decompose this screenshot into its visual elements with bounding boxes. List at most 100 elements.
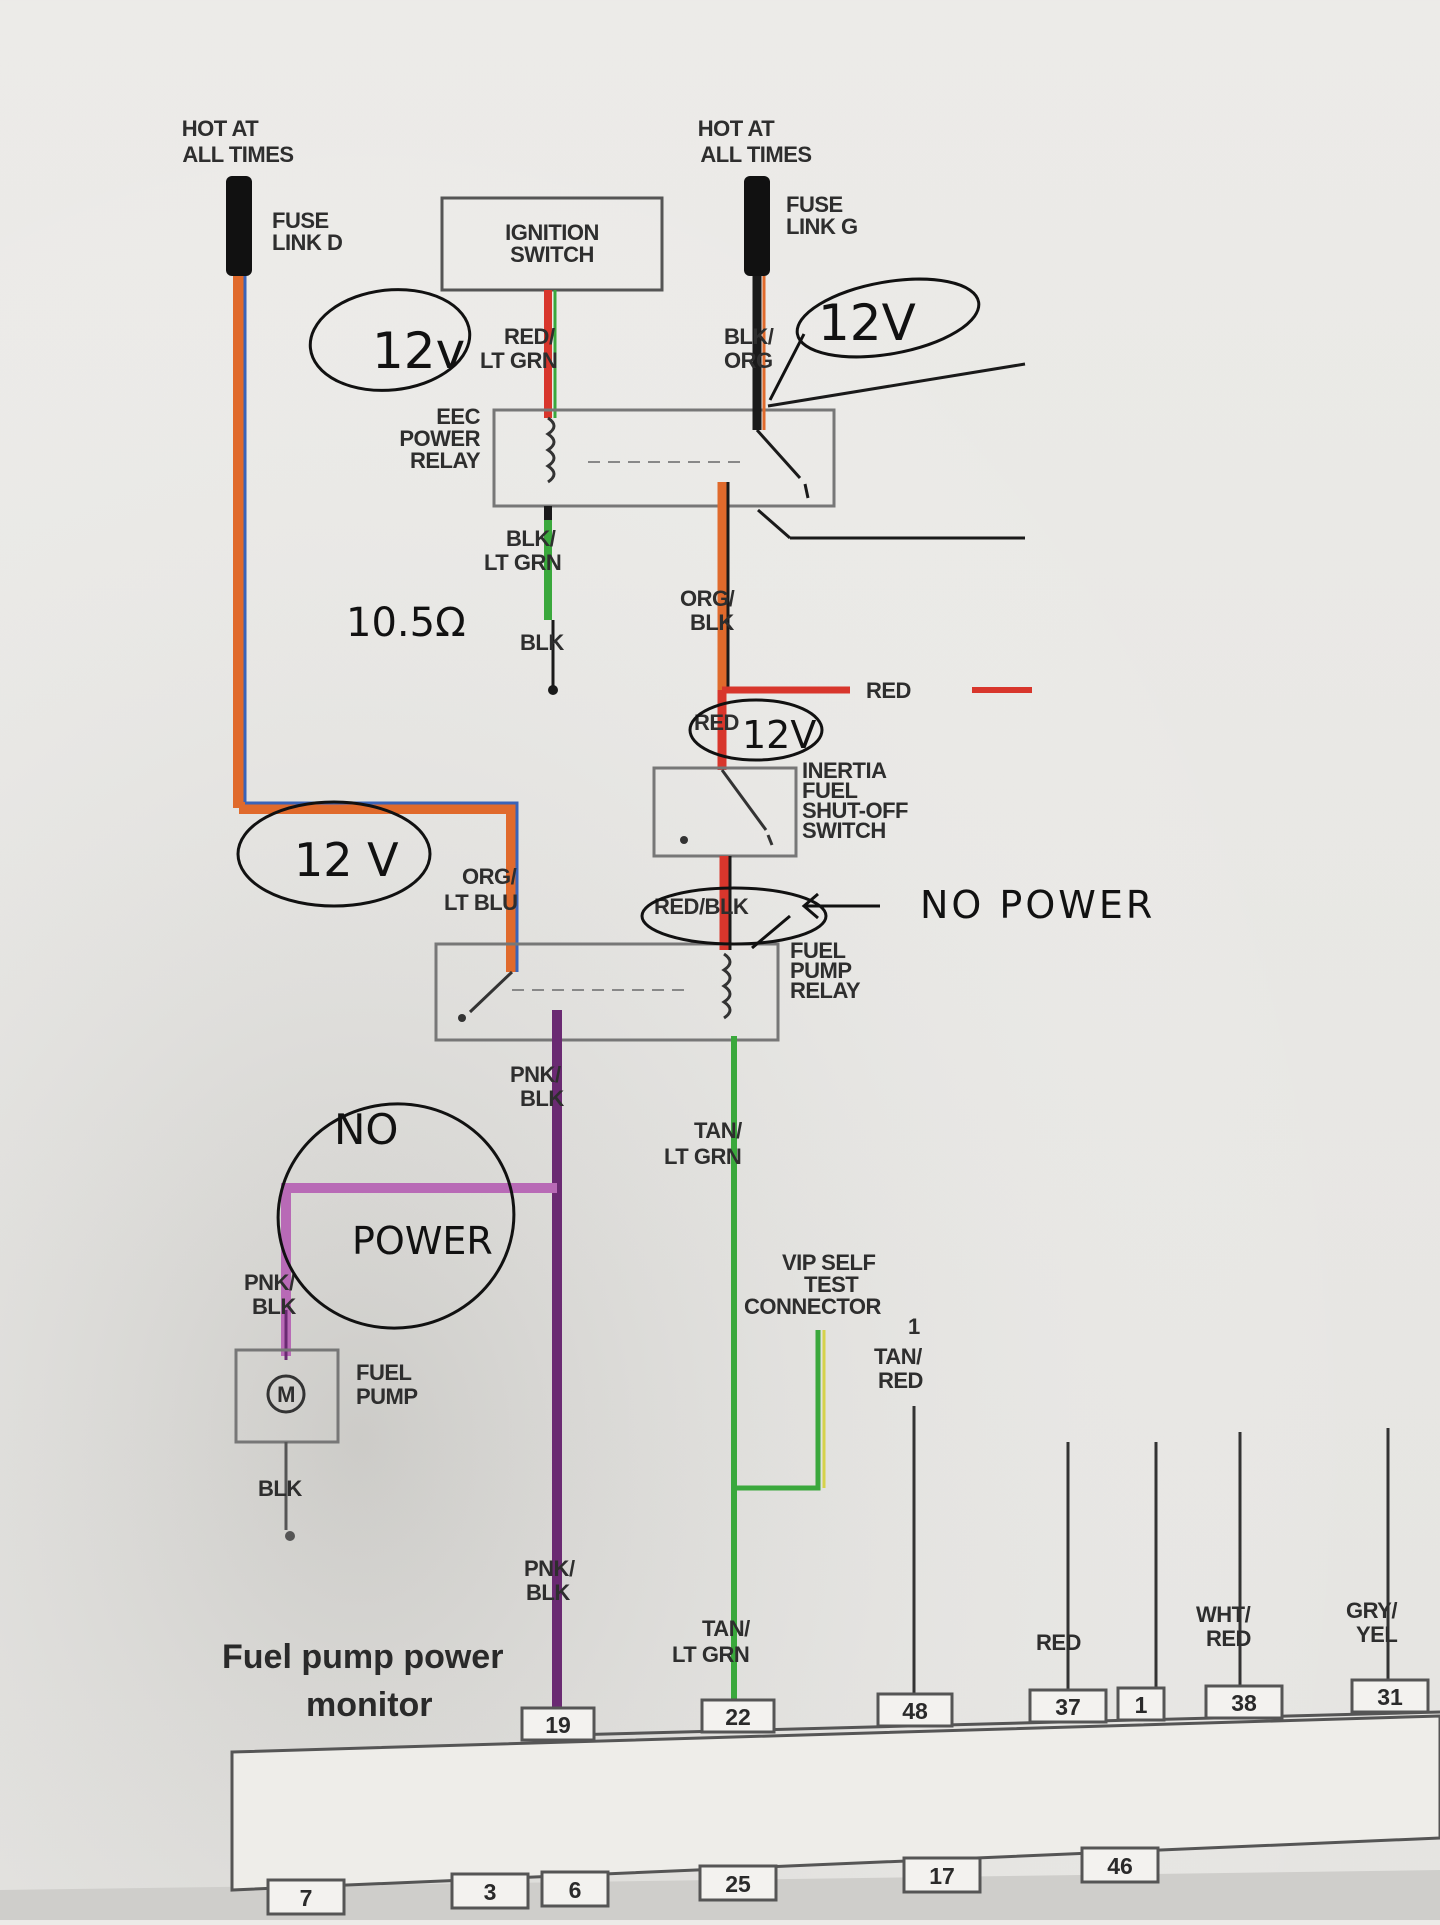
circle-12v-fuse-d xyxy=(236,800,432,908)
circle-12v-red xyxy=(688,698,824,762)
pnk-blk-label-c: PNK/ xyxy=(524,1556,575,1581)
pin-37-label: 37 xyxy=(1055,1694,1081,1720)
ignition-switch-label: IGNITION xyxy=(505,220,599,245)
fuse-link-d-label-2: LINK D xyxy=(272,230,342,255)
pin-6-label: 6 xyxy=(569,1877,582,1903)
vip-connector-label-2: TEST xyxy=(804,1272,859,1297)
pin-46-label: 46 xyxy=(1107,1853,1133,1879)
pin-1 xyxy=(1116,1686,1166,1722)
red-pin-label: RED xyxy=(1036,1630,1081,1655)
fuel-pump-motor xyxy=(266,1374,306,1414)
pin-31 xyxy=(1350,1678,1430,1714)
fuse-link-d xyxy=(226,176,519,972)
blk-org-label-2: ORG xyxy=(724,348,773,373)
org-lt-blu-label: ORG/ xyxy=(462,864,517,889)
hand-no-power-relay: NO POWER xyxy=(920,883,1155,927)
pin-46 xyxy=(1080,1846,1160,1884)
fuel-pump-relay-box xyxy=(434,942,780,1042)
pin-7 xyxy=(266,1878,346,1916)
pnk-blk-label-a-2: BLK xyxy=(520,1086,564,1111)
blk-lt-grn-label-2: LT GRN xyxy=(484,550,561,575)
pin-19-label: 19 xyxy=(545,1712,571,1738)
fuel-pump-label: FUEL xyxy=(356,1360,412,1385)
inertia-label-4: SWITCH xyxy=(802,818,886,843)
tan-lt-grn-label-b-2: LT GRN xyxy=(672,1642,749,1667)
printed-labels: HOT AT ALL TIMES HOT AT ALL TIMES FUSE L… xyxy=(182,116,1398,1724)
pin-22-label: 22 xyxy=(725,1704,751,1730)
circle-red-blk xyxy=(640,886,828,946)
fuel-pump-relay-label: FUEL xyxy=(790,938,846,963)
gry-yel-label: GRY/ xyxy=(1346,1598,1397,1623)
hot-at-all-times-right-2: ALL TIMES xyxy=(700,142,811,167)
hand-power: POWER xyxy=(352,1219,493,1263)
red-lt-grn-label: RED/ xyxy=(504,324,555,349)
fuel-pump-relay-coil xyxy=(721,952,732,1020)
fuel-pump-label-2: PUMP xyxy=(356,1384,418,1409)
circle-12v-fuse-g xyxy=(795,277,981,359)
pin-6 xyxy=(540,1870,610,1908)
pin-17-label: 17 xyxy=(929,1863,955,1889)
pin-38 xyxy=(1204,1684,1284,1720)
fuel-pump-power-monitor-label: Fuel pump power xyxy=(222,1638,503,1676)
pin-48 xyxy=(876,1692,954,1728)
org-blk-label: ORG/ xyxy=(680,586,735,611)
eec-relay-label: EEC xyxy=(436,404,480,429)
fuel-pump-relay-label-2: PUMP xyxy=(790,958,852,983)
vip-connector-label-4: 1 xyxy=(908,1314,920,1339)
red-blk-wire xyxy=(719,856,732,950)
pin-25 xyxy=(698,1864,778,1902)
hot-at-all-times-left-2: ALL TIMES xyxy=(182,142,293,167)
org-lt-blu-label-2: LT BLU xyxy=(444,890,518,915)
fuse-link-g xyxy=(744,176,1026,540)
tan-lt-grn-label-b: TAN/ xyxy=(702,1616,750,1641)
fuel-pump-relay-contact xyxy=(468,970,514,1014)
hand-no: NO xyxy=(334,1105,398,1154)
blk-pump-label: BLK xyxy=(258,1476,302,1501)
motor-symbol: M xyxy=(277,1382,295,1407)
org-blk-label-2: BLK xyxy=(690,610,734,635)
hand-resistance: 10.5Ω xyxy=(346,600,466,646)
pin-37 xyxy=(1028,1688,1108,1724)
ecu-pins-top: 19 22 48 37 1 38 31 xyxy=(520,1678,1430,1742)
blk-lt-grn-wire xyxy=(544,506,558,695)
fuel-pump-relay-label-3: RELAY xyxy=(790,978,861,1003)
pnk-blk-label-c-2: BLK xyxy=(526,1580,570,1605)
hot-at-all-times-right: HOT AT xyxy=(698,116,775,141)
fuel-pump-power-monitor-label-2: monitor xyxy=(306,1686,433,1724)
pnk-blk-pump-wire xyxy=(281,1183,557,1356)
pin-22 xyxy=(700,1698,776,1734)
red-branch-label: RED xyxy=(866,678,911,703)
tan-red-label: TAN/ xyxy=(874,1344,922,1369)
pin-1-label: 1 xyxy=(1135,1692,1148,1718)
wht-red-label: WHT/ xyxy=(1196,1602,1251,1627)
red-lt-grn-wire xyxy=(544,290,557,418)
tan-lt-grn-label-a: TAN/ xyxy=(694,1118,742,1143)
hand-12v-ignition: 12v xyxy=(372,322,465,380)
inertia-switch-contact xyxy=(720,769,768,831)
inertia-label: INERTIA xyxy=(802,758,887,783)
vip-connector-wire xyxy=(734,1330,821,1491)
fuse-link-d-label: FUSE xyxy=(272,208,329,233)
pin-3 xyxy=(450,1872,530,1910)
pin-3-label: 3 xyxy=(484,1879,497,1905)
hand-12v-fuse-d: 12 V xyxy=(294,833,399,887)
vip-connector-label: VIP SELF xyxy=(782,1250,875,1275)
pnk-blk-label-b-2: BLK xyxy=(252,1294,296,1319)
hand-12v-fuse-g: 12V xyxy=(818,294,916,352)
pnk-blk-label-a: PNK/ xyxy=(510,1062,561,1087)
fuse-link-g-label-2: LINK G xyxy=(786,214,858,239)
handwritten-annotations: 12v 12V 10.5Ω 12V 12 V NO POWER NO POWER xyxy=(236,277,1155,1330)
pin-19 xyxy=(520,1706,596,1742)
hand-12v-red: 12V xyxy=(742,713,816,757)
circle-no-power-pump xyxy=(276,1102,516,1330)
red-blk-label: RED/BLK xyxy=(654,894,749,919)
pin-7-label: 7 xyxy=(300,1885,313,1911)
blk-lt-grn-label: BLK/ xyxy=(506,526,556,551)
eec-relay-coil xyxy=(545,416,556,484)
pin-38-label: 38 xyxy=(1231,1690,1257,1716)
tan-red-label-2: RED xyxy=(878,1368,923,1393)
eec-relay-box xyxy=(492,408,836,508)
pin-17 xyxy=(902,1856,982,1894)
